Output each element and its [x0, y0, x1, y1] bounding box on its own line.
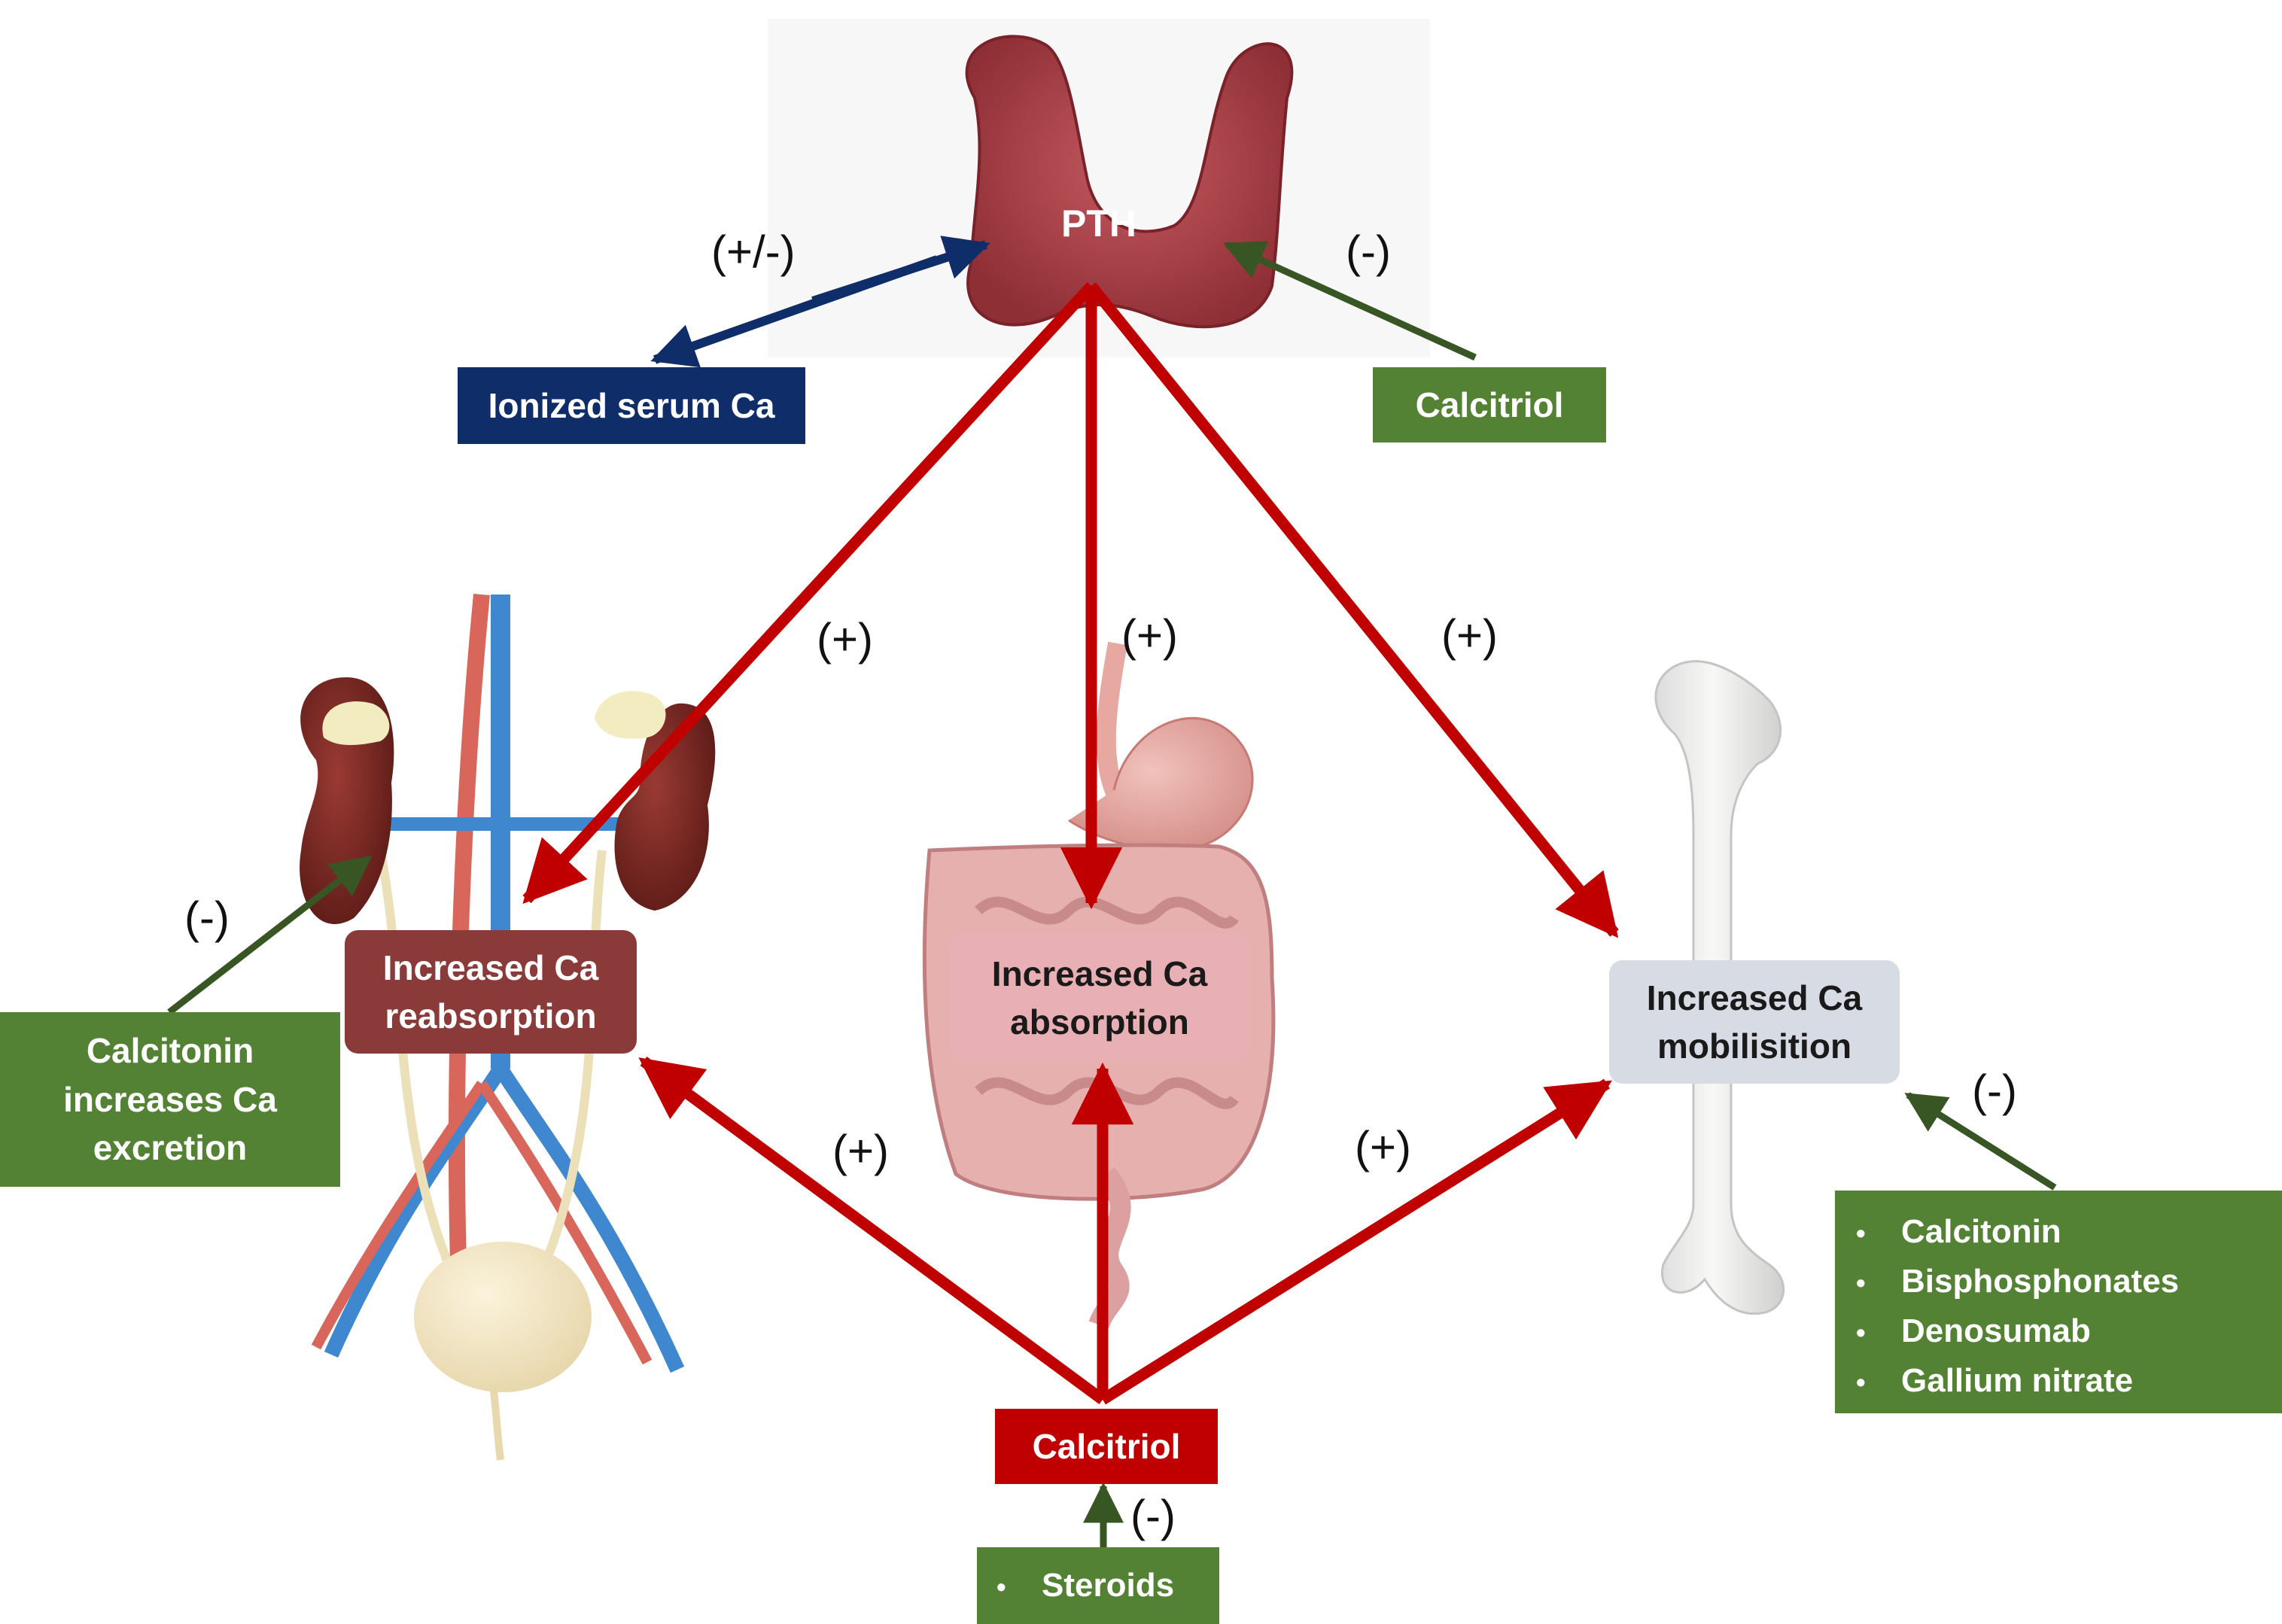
sign-calcitonin-kidney: (-)	[184, 893, 230, 943]
pth-label: PTH	[1061, 202, 1136, 245]
reabsorption-box: Increased Ca reabsorption	[345, 930, 637, 1054]
reabsorption-label: Increased Ca reabsorption	[382, 947, 599, 1036]
arrow-pth-serum-feedback	[650, 255, 939, 368]
sign-steroids-calcitriol: (-)	[1130, 1491, 1176, 1541]
list-item: • Denosumab	[1856, 1306, 2267, 1356]
bullet-icon: •	[1856, 1218, 1866, 1248]
calcitriol-bottom-box: Calcitriol	[995, 1409, 1218, 1484]
sign-calcitriol-pth: (-)	[1346, 227, 1391, 277]
inhibitor-bisphosphonates: Bisphosphonates	[1901, 1263, 2180, 1300]
arrow-pth-to-kidney	[522, 281, 1096, 905]
sign-pth-kidney: (+)	[817, 614, 873, 665]
calcitonin-excretion-box: Calcitonin increases Ca excretion	[0, 1012, 340, 1187]
mobilisation-label: Increased Ca mobilisition	[1646, 978, 1863, 1066]
inhibitor-steroids: Steroids	[1042, 1567, 1175, 1604]
sign-calcitriol-kidney: (+)	[832, 1126, 889, 1176]
list-item: • Calcitonin	[1856, 1207, 2267, 1257]
inhibitor-gallium-nitrate: Gallium nitrate	[1901, 1362, 2134, 1399]
inhibitor-denosumab: Denosumab	[1901, 1312, 2091, 1349]
arrow-calcitonin-inhibits-kidney	[167, 855, 373, 1015]
steroids-list: • Steroids	[996, 1561, 1207, 1610]
arrows-layer	[167, 236, 2057, 1547]
sign-pth-bone: (+)	[1441, 610, 1498, 661]
bone-inhibitors-list: •Calcitonin •Bisphosphonates •Denosumab …	[1856, 1207, 2267, 1406]
sign-pth-gut: (+)	[1121, 610, 1178, 661]
arrow-calcitriol-to-kidney	[638, 1056, 1106, 1405]
sign-bone-inhibitors: (-)	[1972, 1066, 2017, 1116]
list-item: • Bisphosphonates	[1856, 1257, 2267, 1306]
sign-calcitriol-bone: (+)	[1355, 1122, 1411, 1172]
bullet-icon: •	[1856, 1367, 1866, 1397]
arrow-pth-to-bone	[1087, 282, 1619, 938]
calcitriol-top-box: Calcitriol	[1373, 367, 1606, 442]
arrow-calcitriol-inhibits-pth	[1223, 241, 1477, 361]
inhibitor-calcitonin: Calcitonin	[1901, 1213, 2061, 1250]
calcitonin-excretion-label: Calcitonin increases Ca excretion	[63, 1031, 277, 1168]
thyroid-image	[768, 19, 1430, 357]
absorption-label: Increased Ca absorption	[991, 953, 1208, 1042]
arrow-inhibitors-to-mobilisation	[1904, 1092, 2057, 1191]
steroids-box: • Steroids	[977, 1547, 1219, 1624]
ionized-serum-ca-box: Ionized serum Ca	[458, 367, 805, 444]
bone-inhibitors-box: •Calcitonin •Bisphosphonates •Denosumab …	[1835, 1191, 2282, 1413]
absorption-box: Increased Ca absorption	[950, 933, 1249, 1063]
bullet-icon: •	[1856, 1267, 1866, 1298]
list-item: • Steroids	[996, 1561, 1207, 1610]
arrow-calcitriol-to-bone	[1100, 1078, 1612, 1405]
ionized-serum-ca-label: Ionized serum Ca	[488, 385, 775, 425]
bullet-icon: •	[996, 1571, 1006, 1602]
calcitriol-bottom-label: Calcitriol	[1032, 1426, 1181, 1466]
list-item: • Gallium nitrate	[1856, 1356, 2267, 1406]
sign-pth-serum: (+/-)	[711, 227, 796, 277]
mobilisation-box: Increased Ca mobilisition	[1609, 960, 1900, 1084]
bullet-icon: •	[1856, 1317, 1866, 1348]
calcitriol-top-label: Calcitriol	[1415, 385, 1564, 424]
